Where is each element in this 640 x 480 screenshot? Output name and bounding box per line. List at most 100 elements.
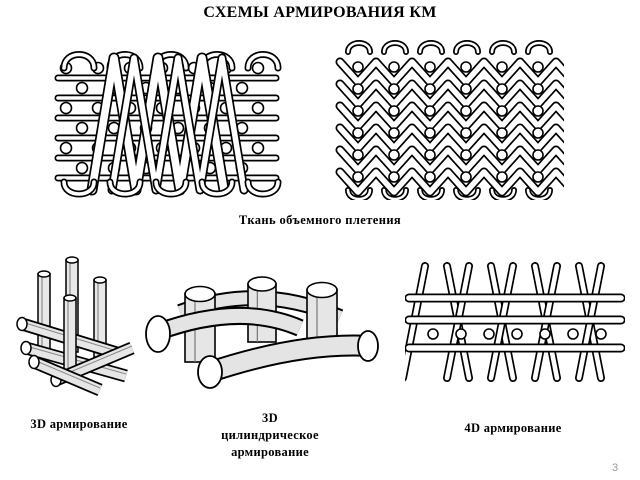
caption-3d-cyl-line-3: армирование (231, 445, 309, 459)
slide-title: СХЕМЫ АРМИРОВАНИЯ КМ (203, 4, 437, 21)
bottom-loop-core (246, 180, 280, 196)
wavy-strand-4 (335, 145, 564, 175)
weft-fiber (352, 105, 364, 117)
weft-fiber (424, 171, 436, 183)
bottom-loop (453, 187, 481, 200)
zigzag-binder-1 (86, 52, 230, 196)
reinforcement-3d-cylindrical-illustration (145, 276, 379, 389)
wavy-strand-4-core (337, 147, 564, 173)
bottom-loop-core (108, 180, 142, 196)
zigzag-binder-2 (107, 53, 249, 195)
horizontal-rod-4-body (32, 357, 102, 395)
front-arc-body (207, 336, 371, 381)
wavy-strand-5 (335, 167, 564, 197)
weft-fiber (251, 101, 265, 115)
vertical-rod-4-top (63, 294, 77, 302)
volume-weave-right-illustration (335, 40, 564, 200)
weft-fiber (496, 61, 508, 73)
weft-fiber (388, 105, 400, 117)
cross-fiber (539, 328, 551, 340)
weft-fiber (532, 149, 544, 161)
bottom-loop (244, 178, 282, 198)
vertical-rod-3-top (93, 276, 107, 284)
page-number: 3 (612, 462, 619, 474)
weft-fiber (388, 127, 400, 139)
weft-fiber (352, 61, 364, 73)
horizontal-rod-4-shade (33, 359, 101, 389)
weft-fiber (388, 171, 400, 183)
vertical-rod-1-top (37, 270, 51, 278)
weft-fiber (388, 83, 400, 95)
reinforcement-3d-illustration (16, 256, 135, 396)
top-loop (244, 51, 282, 72)
bottom-loop-core (490, 188, 516, 200)
weft-fiber (532, 171, 544, 183)
weft-fiber (496, 83, 508, 95)
weave-caption: Ткань объемного плетения (238, 213, 402, 227)
bottom-loop (417, 187, 445, 200)
horizontal-rod-1-end (16, 316, 28, 332)
bottom-loop-core (200, 180, 234, 196)
weft-fiber (460, 105, 472, 117)
arc-end-left (145, 315, 171, 353)
top-loop-core (246, 52, 280, 70)
weft-fiber (460, 61, 472, 73)
weft-fiber (424, 61, 436, 73)
weft-fiber (59, 141, 73, 155)
weft-fiber (352, 127, 364, 139)
weft-fiber (532, 127, 544, 139)
weft-fiber (352, 149, 364, 161)
wavy-strand-5-core (337, 169, 564, 195)
weft-fiber (424, 149, 436, 161)
weft-fiber (460, 171, 472, 183)
caption-3d-cylindrical-reinforcement: 3D цилиндрическое армирование (200, 410, 340, 461)
wavy-strand-3 (335, 123, 564, 153)
weft-fiber (424, 127, 436, 139)
top-loop (489, 40, 517, 55)
top-loop-core (526, 41, 552, 54)
weft-fiber (532, 61, 544, 73)
bottom-loop (106, 178, 144, 198)
arc-end-front (197, 355, 223, 389)
top-loop-core (346, 41, 372, 54)
reinforcement-4d-illustration (405, 262, 625, 382)
weft-fiber (496, 149, 508, 161)
cross-fiber (427, 328, 439, 340)
top-loop (345, 40, 373, 55)
middle-arc-body (155, 308, 303, 339)
weft-fiber (532, 105, 544, 117)
weft-fiber (352, 83, 364, 95)
cross-fiber (567, 328, 579, 340)
weft-fiber (235, 81, 249, 95)
wavy-strand-2-core (337, 103, 564, 129)
caption-3d-cyl-line-1: 3D (262, 411, 278, 425)
zigzag-binder-2-core (109, 55, 247, 193)
bottom-loop (381, 187, 409, 200)
weft-fiber (388, 149, 400, 161)
cross-fiber (511, 328, 523, 340)
arc-end-right (357, 330, 379, 362)
bottom-loop (198, 178, 236, 198)
weft-fiber (388, 61, 400, 73)
wavy-strand-1 (335, 79, 564, 109)
cross-fiber (455, 328, 467, 340)
top-loop-core (382, 41, 408, 54)
vertical-cylinder-2-top (247, 276, 277, 292)
cross-fiber (483, 328, 495, 340)
caption-3d-reinforcement: 3D армирование (30, 417, 128, 431)
vertical-cylinder-3-top (306, 281, 338, 299)
top-loop-core (418, 41, 444, 54)
bottom-loop (489, 187, 517, 200)
top-loop (60, 51, 98, 72)
weft-fiber (251, 61, 265, 75)
weft-fiber (460, 83, 472, 95)
weft-fiber (460, 149, 472, 161)
volume-weave-left-illustration (54, 51, 282, 198)
weft-fiber (75, 81, 89, 95)
weft-fiber (496, 105, 508, 117)
weft-fiber (352, 171, 364, 183)
weft-fiber (59, 101, 73, 115)
bottom-loop-core (454, 188, 480, 200)
bottom-loop-core (62, 180, 96, 196)
vertical-rod-1-body (37, 273, 51, 353)
